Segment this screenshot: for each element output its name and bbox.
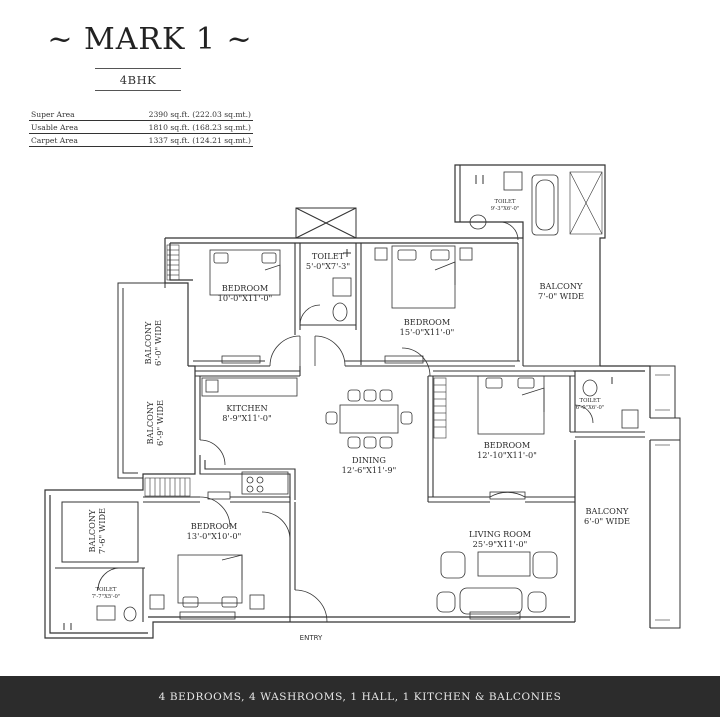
fixture-marks <box>63 175 613 630</box>
kitchen-label: KITCHEN 8'-9"X11'-0" <box>222 403 271 423</box>
area-table: Super Area 2390 sq.ft. (222.03 sq.mt.) U… <box>29 108 253 147</box>
area-row-super: Super Area 2390 sq.ft. (222.03 sq.mt.) <box>29 108 253 121</box>
hatch-railings <box>144 171 670 621</box>
room-name: BEDROOM <box>483 440 531 450</box>
room-name: LIVING ROOM <box>468 529 532 539</box>
bedroom-1-label: BEDROOM 10'-0"X11'-0" <box>218 283 273 303</box>
room-size: 7'-0" WIDE <box>538 291 584 301</box>
balcony-right-top-label: BALCONY 7'-0" WIDE <box>538 281 584 301</box>
balcony-outlines <box>61 237 681 629</box>
balcony-left-middle-label: BALCONY 6'-9" WIDE <box>145 400 165 446</box>
door-swings <box>97 221 594 623</box>
room-size: 12'-6"X11'-9" <box>341 465 397 475</box>
room-size: 7'-6" WIDE <box>97 508 107 554</box>
room-name: DINING <box>352 455 386 465</box>
bedroom-3-label: BEDROOM 12'-10"X11'-0" <box>477 440 537 460</box>
area-row-usable: Usable Area 1810 sq.ft. (168.23 sq.mt.) <box>29 121 253 134</box>
room-name: KITCHEN <box>226 403 268 413</box>
room-size: 10'-0"X11'-0" <box>217 293 273 303</box>
room-size: 6'-9" WIDE <box>155 400 165 446</box>
bedroom-4-label: BEDROOM 13'-0"X10'-0" <box>187 521 242 541</box>
room-name: TOILET <box>95 587 117 593</box>
room-size: 5'-0"X7'-3" <box>305 261 351 271</box>
room-size: 6'-0" WIDE <box>584 516 630 526</box>
area-label: Usable Area <box>31 123 79 132</box>
toilet-1-label: TOILET 5'-0"X7'-3" <box>306 251 350 271</box>
footer-summary: 4 BEDROOMS, 4 WASHROOMS, 1 HALL, 1 KITCH… <box>0 676 720 717</box>
room-size: 15'-0"X11'-0" <box>399 327 455 337</box>
dining-label: DINING 12'-6"X11'-9" <box>342 455 397 475</box>
room-name: BALCONY <box>143 321 153 365</box>
room-name: BEDROOM <box>221 283 269 293</box>
area-row-carpet: Carpet Area 1337 sq.ft. (124.21 sq.mt.) <box>29 134 253 147</box>
room-name: BEDROOM <box>190 521 238 531</box>
balcony-left-upper-label: BALCONY 6'-0" WIDE <box>143 320 163 366</box>
outer-walls <box>44 164 651 639</box>
page-title: ~ MARK 1 ~ <box>47 22 253 57</box>
floor-plan: BEDROOM 10'-0"X11'-0" TOILET 5'-0"X7'-3"… <box>0 155 720 655</box>
shaft <box>295 207 357 239</box>
room-size: 8'-9"X11'-0" <box>222 413 272 423</box>
area-label: Carpet Area <box>31 136 78 145</box>
room-size: 6'-0"X6'-0" <box>575 404 605 411</box>
balcony-left-lower-label: BALCONY 7'-6" WIDE <box>87 508 107 554</box>
area-label: Super Area <box>31 110 75 119</box>
divider <box>95 68 181 69</box>
area-value: 1810 sq.ft. (168.23 sq.mt.) <box>148 123 251 132</box>
unit-type-label: 4BHK <box>119 73 157 87</box>
balcony-right-lower-label: BALCONY 6'-0" WIDE <box>584 506 630 526</box>
room-name: BALCONY <box>539 281 583 291</box>
room-size: 25'-9"X11'-0" <box>472 539 528 549</box>
floor-plan-drawing <box>44 164 681 639</box>
room-name: BEDROOM <box>403 317 451 327</box>
area-value: 2390 sq.ft. (222.03 sq.mt.) <box>148 110 251 119</box>
furniture <box>96 171 639 622</box>
room-size: 13'-0"X10'-0" <box>186 531 242 541</box>
room-size: 12'-10"X11'-0" <box>477 450 537 460</box>
room-name: TOILET <box>494 199 516 205</box>
room-name: TOILET <box>579 398 601 404</box>
room-size: 6'-0" WIDE <box>153 320 163 366</box>
entry-label: ENTRY <box>299 634 323 642</box>
room-name: TOILET <box>311 251 345 261</box>
room-size: 7'-7"X5'-0" <box>91 593 121 600</box>
interior-walls <box>55 165 645 622</box>
area-value: 1337 sq.ft. (124.21 sq.mt.) <box>148 136 251 145</box>
room-name: BALCONY <box>585 506 629 516</box>
bedroom-2-label: BEDROOM 15'-0"X11'-0" <box>400 317 455 337</box>
living-room-label: LIVING ROOM 25'-9"X11'-0" <box>469 529 531 549</box>
divider <box>95 90 181 91</box>
toilet-3-label: TOILET 6'-0"X6'-0" <box>576 398 605 411</box>
room-name: BALCONY <box>87 509 97 553</box>
toilet-4-label: TOILET 7'-7"X5'-0" <box>92 587 121 600</box>
unit-type: 4BHK <box>95 68 181 91</box>
toilet-2-label: TOILET 9'-3"X6'-0" <box>491 199 520 212</box>
room-size: 9'-3"X6'-0" <box>490 205 520 212</box>
room-name: BALCONY <box>145 401 155 445</box>
